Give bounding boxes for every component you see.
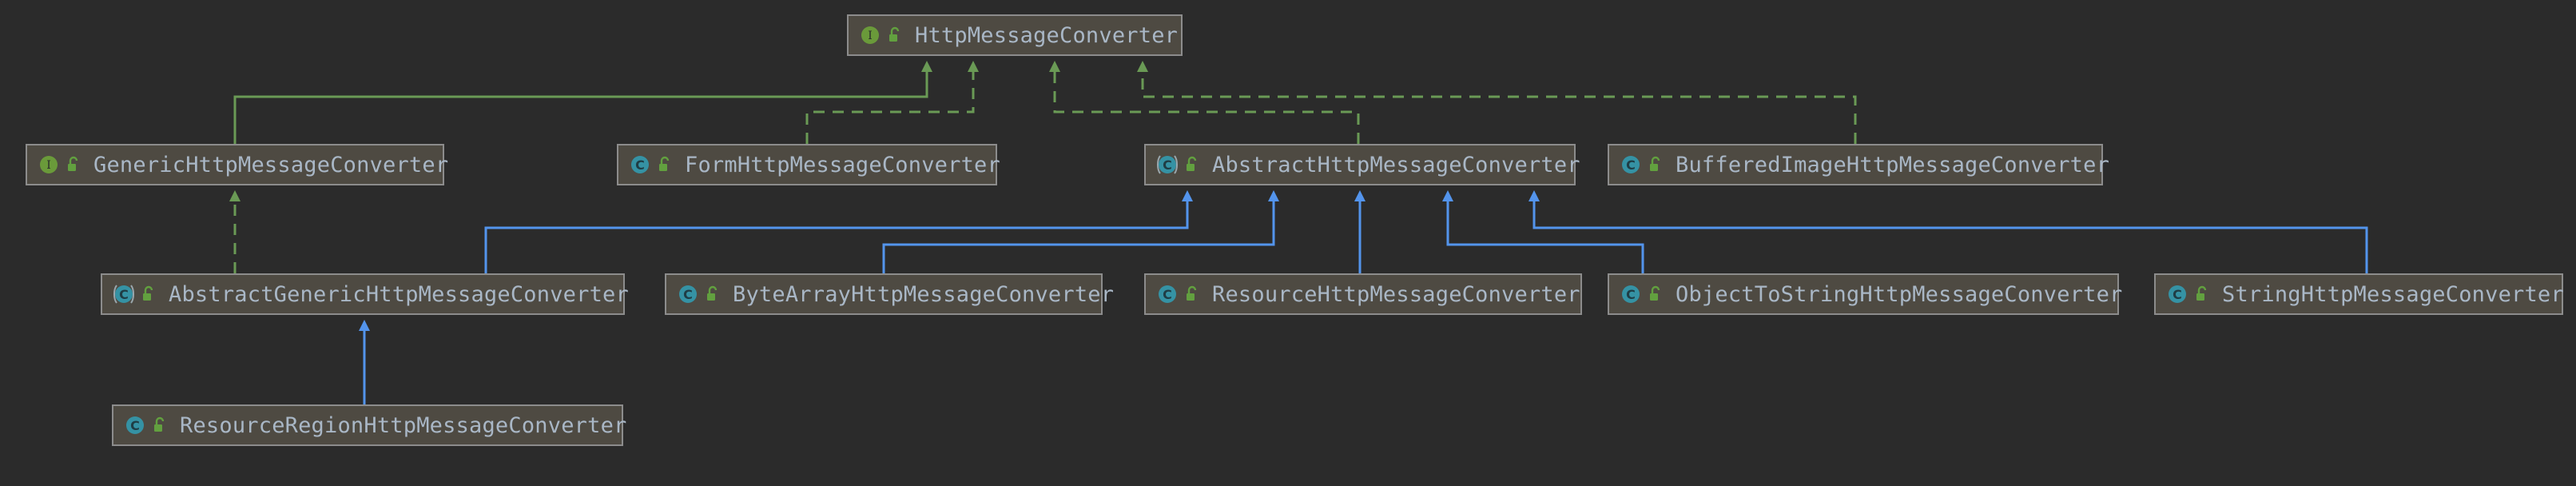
public-unlocked-icon bbox=[1650, 156, 1660, 171]
interface-icon: I bbox=[861, 26, 879, 44]
uml-node-abstractGenericHttpMessageConverter[interactable]: C AbstractGenericHttpMessageConverter bbox=[101, 273, 629, 315]
public-unlocked-icon bbox=[143, 285, 153, 301]
uml-node-label: FormHttpMessageConverter bbox=[685, 152, 1000, 177]
uml-node-resourceHttpMessageConverter[interactable]: C ResourceHttpMessageConverter bbox=[1144, 273, 1582, 315]
class-icon: C bbox=[631, 156, 649, 173]
uml-node-label: ResourceHttpMessageConverter bbox=[1212, 281, 1580, 307]
svg-text:C: C bbox=[1626, 287, 1636, 302]
public-unlocked-icon bbox=[707, 285, 718, 301]
edge-string-to-abstract bbox=[1529, 190, 2368, 273]
uml-node-objectToStringHttpMessageConverter[interactable]: C ObjectToStringHttpMessageConverter bbox=[1608, 273, 2123, 315]
svg-text:C: C bbox=[119, 287, 129, 302]
public-unlocked-icon bbox=[1187, 156, 1197, 171]
svg-text:I: I bbox=[868, 30, 873, 42]
class-icon: C bbox=[1159, 285, 1176, 303]
public-unlocked-icon bbox=[1650, 285, 1660, 301]
uml-node-label: AbstractGenericHttpMessageConverter bbox=[169, 281, 629, 307]
edge-bytearray-to-abstract bbox=[882, 190, 1279, 273]
uml-node-resourceRegionHttpMessageConverter[interactable]: C ResourceRegionHttpMessageConverter bbox=[112, 404, 627, 446]
uml-node-stringHttpMessageConverter[interactable]: C StringHttpMessageConverter bbox=[2154, 273, 2564, 315]
uml-node-label: StringHttpMessageConverter bbox=[2222, 281, 2564, 307]
uml-node-bufferedImageHttpMessageConverter[interactable]: C BufferedImageHttpMessageConverter bbox=[1608, 144, 2109, 185]
uml-node-label: BufferedImageHttpMessageConverter bbox=[1676, 152, 2110, 177]
edge-form-to-root bbox=[805, 61, 979, 144]
uml-node-label: ObjectToStringHttpMessageConverter bbox=[1676, 281, 2123, 307]
class-icon: C bbox=[1622, 156, 1640, 173]
abstract-class-icon: C bbox=[113, 285, 134, 304]
svg-text:C: C bbox=[130, 418, 140, 433]
svg-text:C: C bbox=[635, 157, 645, 173]
class-icon: C bbox=[2169, 285, 2186, 303]
uml-node-byteArrayHttpMessageConverter[interactable]: C ByteArrayHttpMessageConverter bbox=[665, 273, 1114, 315]
edge-abstractgeneric-to-abstract bbox=[484, 190, 1193, 273]
uml-node-label: GenericHttpMessageConverter bbox=[93, 152, 449, 177]
edge-abstract-to-root bbox=[1049, 61, 1360, 144]
interface-icon: I bbox=[40, 156, 58, 173]
svg-text:I: I bbox=[46, 159, 51, 172]
edge-generic-to-root bbox=[233, 61, 932, 144]
class-icon: C bbox=[1622, 285, 1640, 303]
class-icon: C bbox=[126, 416, 144, 434]
public-unlocked-icon bbox=[889, 26, 900, 42]
uml-node-httpMessageConverter[interactable]: I HttpMessageConverter bbox=[847, 14, 1183, 56]
public-unlocked-icon bbox=[154, 416, 165, 432]
abstract-class-icon: C bbox=[1157, 155, 1178, 174]
uml-node-abstractHttpMessageConverter[interactable]: C AbstractHttpMessageConverter bbox=[1144, 144, 1580, 185]
uml-node-label: AbstractHttpMessageConverter bbox=[1212, 152, 1580, 177]
public-unlocked-icon bbox=[2196, 285, 2207, 301]
uml-node-label: ResourceRegionHttpMessageConverter bbox=[180, 412, 627, 438]
edge-bufferedimage-to-root bbox=[1137, 61, 1857, 144]
class-icon: C bbox=[679, 285, 697, 303]
svg-text:C: C bbox=[1163, 157, 1172, 173]
svg-text:C: C bbox=[1626, 157, 1636, 173]
uml-node-genericHttpMessageConverter[interactable]: I GenericHttpMessageConverter bbox=[26, 144, 448, 185]
uml-node-formHttpMessageConverter[interactable]: C FormHttpMessageConverter bbox=[617, 144, 1000, 185]
public-unlocked-icon bbox=[1187, 285, 1197, 301]
uml-node-label: HttpMessageConverter bbox=[915, 22, 1179, 48]
public-unlocked-icon bbox=[68, 156, 78, 171]
svg-text:C: C bbox=[683, 287, 693, 302]
svg-text:C: C bbox=[2173, 287, 2182, 302]
svg-text:C: C bbox=[1163, 287, 1172, 302]
uml-node-label: ByteArrayHttpMessageConverter bbox=[733, 281, 1115, 307]
edge-objecttostring-to-abstract bbox=[1442, 190, 1644, 273]
public-unlocked-icon bbox=[659, 156, 670, 171]
